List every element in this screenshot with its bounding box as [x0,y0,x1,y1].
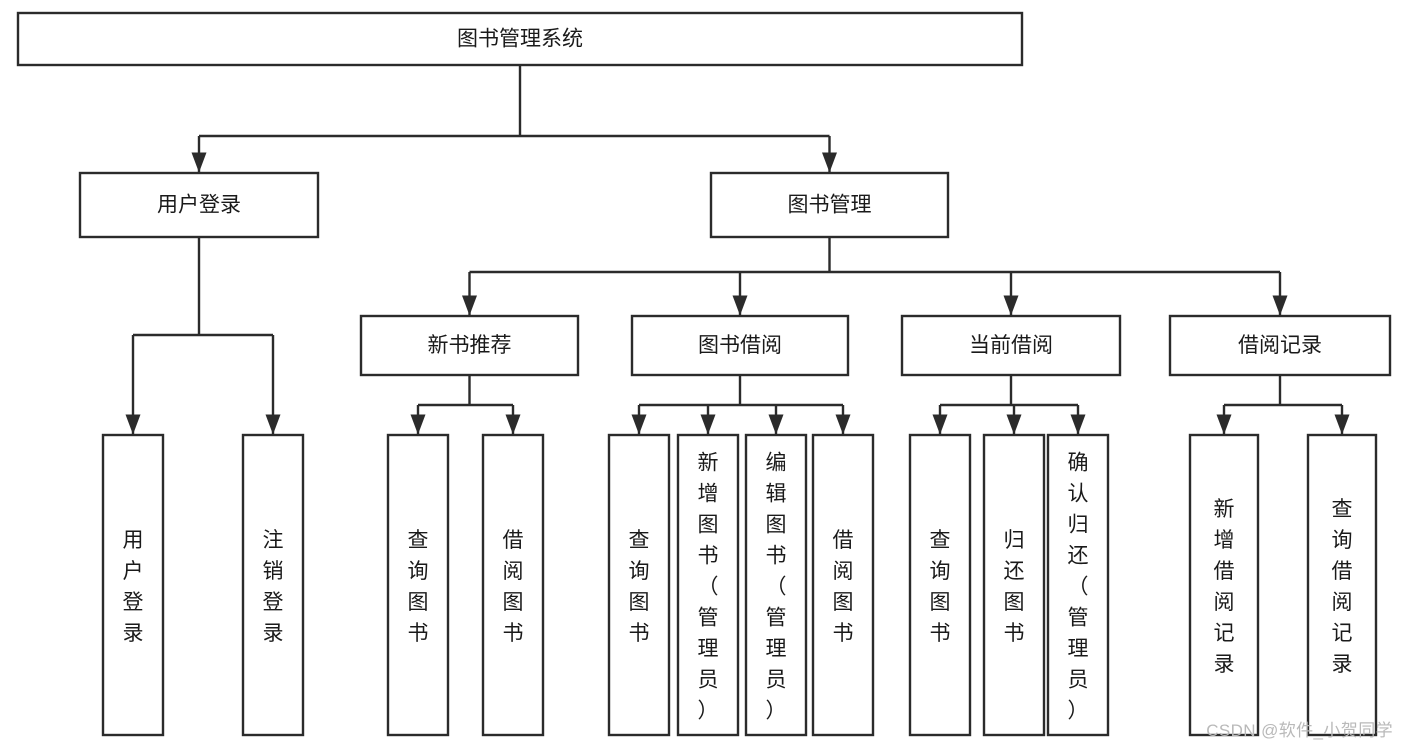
leaf-node-12-box[interactable] [1306,433,1378,737]
leaf-node-11[interactable]: 新增借阅记录 [1188,433,1260,737]
level2-node-yonghudenglu[interactable]: 用户登录 [78,171,320,239]
leaf-node-3[interactable]: 借阅图书 [481,433,545,737]
arrow-head-icon [732,295,748,316]
arrow-head-icon [1003,295,1019,316]
leaf-node-8-label: 查询图书 [930,529,951,645]
leaf-node-4-box[interactable] [607,433,671,737]
leaf-node-0[interactable]: 用户登录 [101,433,165,737]
level3-node-0[interactable]: 新书推荐 [359,314,580,377]
leaf-node-5-label: 新增图书（管理员） [698,452,719,723]
level2-node-tushuguanli-box[interactable] [709,171,950,239]
arrow-head-icon [1334,414,1350,435]
arrow-head-icon [1216,414,1232,435]
level3-node-2-label: 当前借阅 [969,334,1053,357]
leaf-node-7[interactable]: 借阅图书 [811,433,875,737]
leaf-node-7-box[interactable] [811,433,875,737]
leaf-node-2-label: 查询图书 [408,529,429,645]
leaf-node-3-box[interactable] [481,433,545,737]
level3-node-3[interactable]: 借阅记录 [1168,314,1392,377]
level3-node-0-label: 新书推荐 [428,334,512,357]
arrow-head-icon [462,295,477,316]
leaf-node-10-box[interactable] [1046,433,1110,737]
arrow-head-icon [835,414,851,435]
leaf-node-2-box[interactable] [386,433,450,737]
leaf-node-10[interactable]: 确认归还（管理员） [1046,433,1110,737]
arrow-head-icon [631,414,647,435]
level3-node-2[interactable]: 当前借阅 [900,314,1122,377]
root-node-tushuguanlixitong-label: 图书管理系统 [457,28,583,51]
level3-node-1-box[interactable] [630,314,850,377]
level3-node-2-box[interactable] [900,314,1122,377]
level2-node-tushuguanli[interactable]: 图书管理 [709,171,950,239]
level3-node-0-box[interactable] [359,314,580,377]
level3-node-1-label: 图书借阅 [698,334,782,357]
arrow-head-icon [125,414,141,435]
level3-node-3-label: 借阅记录 [1238,334,1322,357]
leaf-node-4-label: 查询图书 [629,529,650,645]
arrow-head-icon [505,414,521,435]
level3-node-1[interactable]: 图书借阅 [630,314,850,377]
leaf-node-0-label: 用户登录 [123,529,144,645]
leaf-node-9-label: 归还图书 [1004,529,1025,645]
leaf-node-1[interactable]: 注销登录 [241,433,305,737]
leaf-node-12-label: 查询借阅记录 [1332,498,1353,676]
root-node-tushuguanlixitong[interactable]: 图书管理系统 [16,11,1024,67]
level3-node-3-box[interactable] [1168,314,1392,377]
leaf-node-6-box[interactable] [744,433,808,737]
leaf-node-11-label: 新增借阅记录 [1214,498,1235,676]
leaf-node-5[interactable]: 新增图书（管理员） [676,433,740,737]
leaf-node-8-box[interactable] [908,433,972,737]
leaf-node-6-label: 编辑图书（管理员） [766,452,787,723]
leaf-node-8[interactable]: 查询图书 [908,433,972,737]
arrow-head-icon [700,414,716,435]
node-layer: 图书管理系统用户登录图书管理新书推荐图书借阅当前借阅借阅记录用户登录注销登录查询… [16,11,1392,737]
arrow-head-icon [932,414,948,435]
leaf-node-5-box[interactable] [676,433,740,737]
leaf-node-1-label: 注销登录 [263,529,284,645]
leaf-node-6[interactable]: 编辑图书（管理员） [744,433,808,737]
leaf-node-3-label: 借阅图书 [503,529,524,645]
arrow-head-icon [410,414,426,435]
leaf-node-0-box[interactable] [101,433,165,737]
arrow-head-icon [191,152,207,173]
leaf-node-1-box[interactable] [241,433,305,737]
leaf-node-7-label: 借阅图书 [833,529,854,645]
arrow-head-icon [1006,414,1022,435]
connector-layer [125,65,1350,435]
leaf-node-12[interactable]: 查询借阅记录 [1306,433,1378,737]
level2-node-yonghudenglu-label: 用户登录 [157,194,241,217]
leaf-node-11-box[interactable] [1188,433,1260,737]
arrow-head-icon [1272,295,1288,316]
arrow-head-icon [822,152,837,173]
leaf-node-2[interactable]: 查询图书 [386,433,450,737]
leaf-node-9[interactable]: 归还图书 [982,433,1046,737]
arrow-head-icon [768,414,784,435]
arrow-head-icon [1070,414,1086,435]
leaf-node-10-label: 确认归还（管理员） [1068,452,1089,723]
leaf-node-9-box[interactable] [982,433,1046,737]
root-node-tushuguanlixitong-box[interactable] [16,11,1024,67]
arrow-head-icon [265,414,281,435]
leaf-node-4[interactable]: 查询图书 [607,433,671,737]
level2-node-yonghudenglu-box[interactable] [78,171,320,239]
level2-node-tushuguanli-label: 图书管理 [788,194,872,217]
